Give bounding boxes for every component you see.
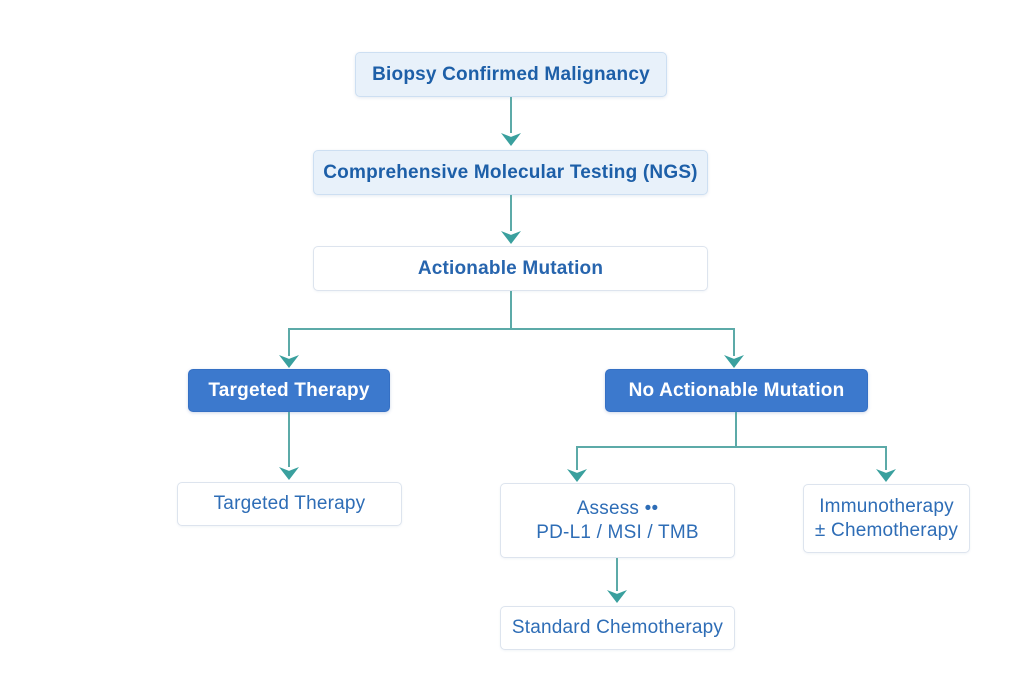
node-label: Standard Chemotherapy: [511, 617, 724, 639]
node-immunotherapy-chemotherapy: Immunotherapy ± Chemotherapy: [803, 484, 970, 553]
node-biopsy-confirmed-malignancy: Biopsy Confirmed Malignancy: [355, 52, 667, 97]
node-label: Targeted Therapy: [208, 379, 370, 401]
arrow-down-icon: [724, 355, 744, 368]
node-label-line1: Assess ••: [576, 497, 659, 519]
connector-branch1-horizontal: [288, 328, 735, 330]
connector-assess-stem: [616, 558, 618, 591]
connector-branch1-right: [733, 328, 735, 356]
node-label-line2: PD-L1 / MSI / TMB: [536, 521, 699, 543]
node-label-line1: Immunotherapy: [819, 495, 954, 517]
arrow-down-icon: [279, 467, 299, 480]
node-targeted-therapy-branch: Targeted Therapy: [188, 369, 390, 412]
node-label: Biopsy Confirmed Malignancy: [372, 63, 650, 85]
arrow-down-icon: [279, 355, 299, 368]
connector-branch2-left: [576, 446, 578, 470]
node-no-actionable-mutation: No Actionable Mutation: [605, 369, 868, 412]
connector-branch1-left: [288, 328, 290, 356]
node-label-line2: ± Chemotherapy: [814, 519, 959, 541]
arrow-down-icon: [501, 133, 521, 146]
arrow-down-icon: [876, 469, 896, 482]
node-label: Actionable Mutation: [417, 257, 604, 279]
arrow-down-icon: [501, 231, 521, 244]
node-targeted-therapy-outcome: Targeted Therapy: [177, 482, 402, 526]
arrow-down-icon: [567, 469, 587, 482]
connector-noactionable-stem: [735, 412, 737, 447]
node-standard-chemotherapy: Standard Chemotherapy: [500, 606, 735, 650]
node-assess-biomarkers: Assess •• PD-L1 / MSI / TMB: [500, 483, 735, 558]
node-actionable-mutation: Actionable Mutation: [313, 246, 708, 291]
node-label: No Actionable Mutation: [628, 379, 845, 401]
connector-branch2-right: [885, 446, 887, 470]
connector-branch2-horizontal: [576, 446, 886, 448]
connector-biopsy-to-ngs: [510, 97, 512, 133]
arrow-down-icon: [607, 590, 627, 603]
node-label: Comprehensive Molecular Testing (NGS): [323, 161, 698, 183]
connector-actionable-stem: [510, 291, 512, 330]
node-label: Targeted Therapy: [213, 493, 366, 515]
connector-targeted-stem: [288, 412, 290, 467]
node-molecular-testing-ngs: Comprehensive Molecular Testing (NGS): [313, 150, 708, 195]
connector-ngs-to-actionable: [510, 195, 512, 231]
